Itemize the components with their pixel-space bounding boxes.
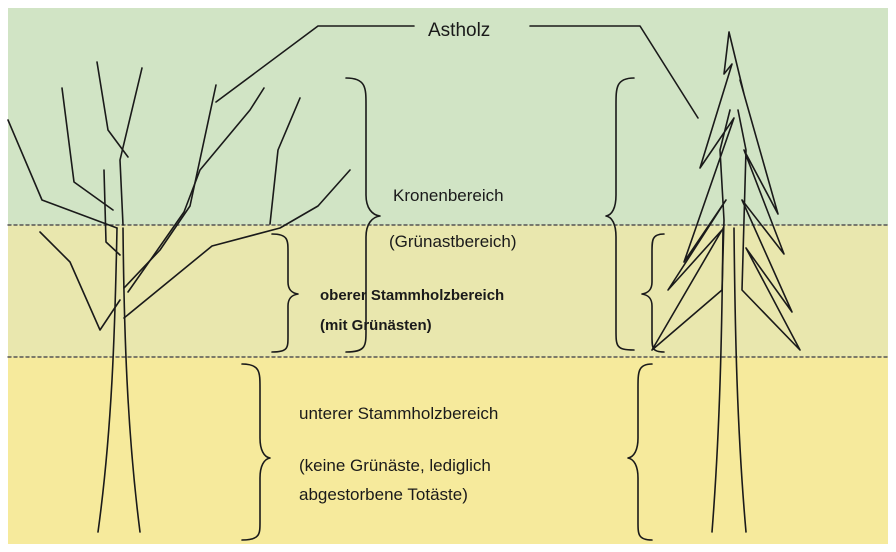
brace-crown-conifer — [606, 78, 634, 350]
label-upper-trunk-line1: oberer Stammholzbereich — [320, 287, 504, 305]
label-lower-trunk-line2: (keine Grünäste, lediglich — [299, 456, 491, 476]
deciduous-branch — [40, 232, 120, 330]
brace-crown-left-tree — [346, 78, 380, 352]
deciduous-branch — [124, 85, 216, 288]
deciduous-branch — [270, 98, 300, 224]
label-lower-trunk-line3: abgestorbene Totäste) — [299, 485, 468, 505]
deciduous-branch — [104, 170, 120, 255]
conifer-trunk-left — [712, 228, 723, 532]
label-lower-trunk-line1: unterer Stammholzbereich — [299, 404, 498, 424]
brace-upper-trunk-left-tree — [272, 234, 298, 352]
deciduous-branch — [124, 170, 350, 318]
astholz-pointer-left — [216, 26, 414, 102]
deciduous-trunk-left — [98, 228, 117, 532]
label-green-branch-zone: (Grünastbereich) — [389, 232, 517, 252]
deciduous-branch — [8, 120, 117, 228]
brace-lower-trunk-conifer — [628, 364, 652, 540]
label-upper-trunk-line2: (mit Grünästen) — [320, 317, 432, 335]
conifer-trunk-right — [734, 228, 746, 532]
astholz-pointer-right — [530, 26, 698, 118]
label-astholz: Astholz — [428, 20, 490, 43]
brace-lower-trunk-left-tree — [242, 364, 270, 540]
deciduous-branch — [120, 68, 142, 225]
label-crown-zone: Kronenbereich — [393, 186, 504, 206]
